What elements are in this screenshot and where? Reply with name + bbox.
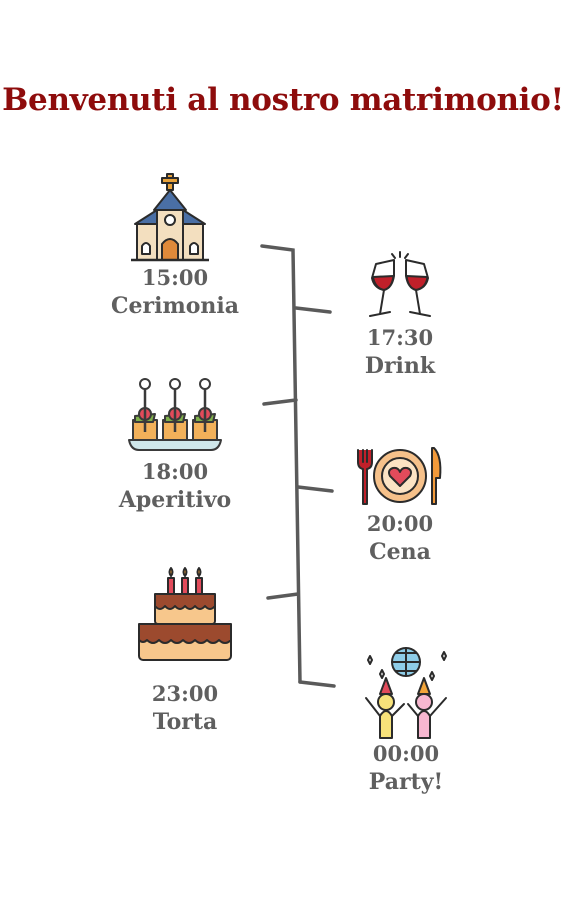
event-time: 15:00 <box>141 265 209 290</box>
dinner-plate-icon <box>357 447 442 505</box>
event-label: Party! <box>368 769 444 795</box>
event-label: Aperitivo <box>118 487 232 513</box>
event-party: 00:00 Party! <box>338 644 474 797</box>
event-label: Cena <box>369 539 431 565</box>
event-time: 18:00 <box>141 459 209 484</box>
event-time: 23:00 <box>151 681 219 706</box>
party-icon <box>365 647 447 739</box>
event-cena: 20:00 Cena <box>332 444 468 567</box>
event-torta: 23:00 Torta <box>110 566 260 737</box>
event-label: Drink <box>364 353 436 379</box>
cake-icon <box>138 567 232 661</box>
event-drink: 17:30 Drink <box>332 250 468 381</box>
event-time: 20:00 <box>366 511 434 536</box>
church-icon <box>131 173 209 262</box>
appetizer-icon <box>128 378 222 451</box>
event-time: 17:30 <box>366 325 434 350</box>
event-aperitivo: 18:00 Aperitivo <box>100 374 250 515</box>
event-cerimonia: 15:00 Cerimonia <box>100 172 250 321</box>
event-label: Cerimonia <box>110 293 239 319</box>
wine-glasses-icon <box>369 251 431 317</box>
event-label: Torta <box>152 709 218 735</box>
event-time: 00:00 <box>372 741 440 766</box>
page-title: Benvenuti al nostro matrimonio! <box>2 82 564 118</box>
